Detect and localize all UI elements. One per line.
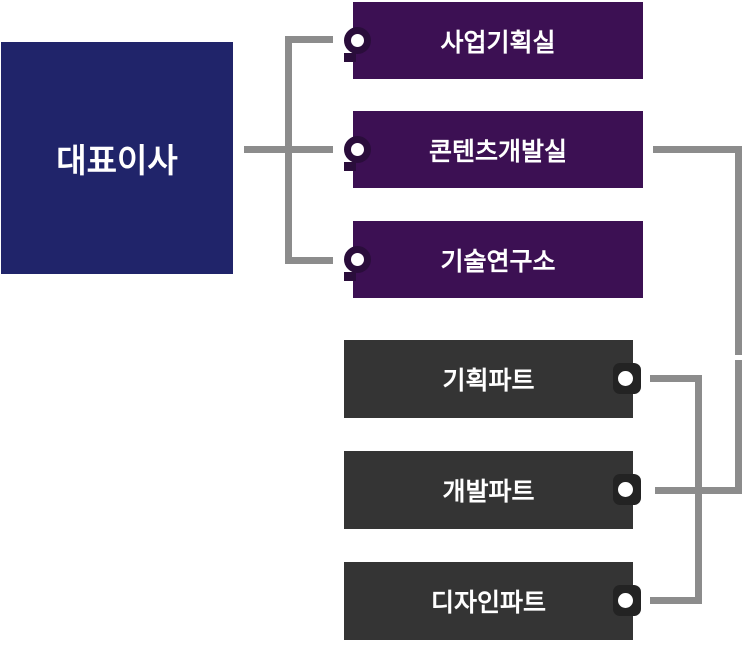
org-node-part-label: 개발파트 [442,478,535,506]
pin-hole-icon [344,27,371,62]
connector-dept3-stub [285,257,333,264]
org-node-dept-label: 기술연구소 [440,247,556,276]
org-node-dept-content-development: 콘텐츠개발실 [353,111,643,188]
pin-hole-icon [613,363,641,394]
connector-parts-bracket [695,375,702,604]
connector-parts-drop-lower [735,360,742,494]
connector-part3-stub [650,597,702,604]
pin-hole-icon [613,585,641,616]
org-node-ceo-label: 대표이사 [56,142,178,179]
pin-hole-icon [613,474,641,505]
connector-part1-stub [650,375,702,382]
org-node-part-label: 기획파트 [442,367,535,395]
org-node-part-development: 개발파트 [344,451,633,529]
connector-parts-drop-upper [735,146,742,355]
org-node-dept-label: 사업기획실 [440,28,556,57]
org-node-part-design: 디자인파트 [344,562,633,640]
org-node-part-planning: 기획파트 [344,340,633,418]
org-node-part-label: 디자인파트 [430,589,546,617]
org-node-dept-business-planning: 사업기획실 [353,2,643,79]
org-node-dept-tech-research: 기술연구소 [353,221,643,298]
org-node-dept-label: 콘텐츠개발실 [428,137,567,166]
connector-dept1-stub [285,36,333,43]
connector-dept2-to-parts [653,146,742,153]
org-node-ceo: 대표이사 [1,42,233,274]
connector-depts-vertical [285,36,292,264]
pin-hole-icon [344,246,371,281]
pin-hole-icon [344,136,371,171]
